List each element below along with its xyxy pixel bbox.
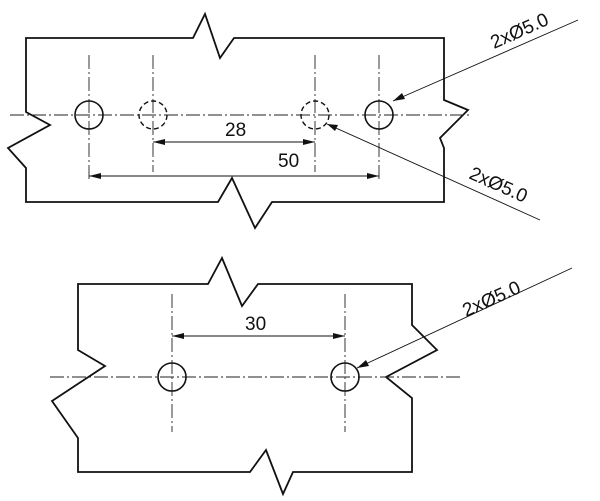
top-hole-left <box>74 100 104 130</box>
top-hidden-hole-left <box>138 100 168 130</box>
leader-bottom-arrow <box>357 360 369 368</box>
bottom-view: 30 2xØ5.0 <box>50 255 573 497</box>
callout-upper-label: 2xØ5.0 <box>487 9 552 53</box>
dimension-28: 28 <box>153 120 315 145</box>
dim-30-arrow-left <box>172 333 184 339</box>
leader-bottom <box>356 267 573 369</box>
callout-bottom-label: 2xØ5.0 <box>459 277 524 321</box>
dim-30-arrow-right <box>333 333 345 339</box>
dim-30-label: 30 <box>245 314 266 335</box>
top-hidden-hole-right <box>300 100 330 130</box>
dim-50-arrow-right <box>367 173 379 179</box>
bottom-part-outline <box>50 255 439 497</box>
top-view: 28 50 2xØ5.0 2xØ5.0 <box>6 9 579 230</box>
leader-upper-arrow <box>393 93 405 101</box>
dimension-50: 50 <box>89 151 379 179</box>
callout-lower: 2xØ5.0 <box>326 123 541 221</box>
callout-upper: 2xØ5.0 <box>392 9 579 102</box>
leader-lower-arrow <box>327 124 338 131</box>
dim-28-arrow-right <box>303 139 315 145</box>
dim-28-arrow-left <box>153 139 165 145</box>
dim-50-label: 50 <box>278 151 299 172</box>
top-hole-right <box>364 100 394 130</box>
dimension-30: 30 <box>172 314 345 339</box>
bottom-hole-right <box>330 362 360 392</box>
top-part-outline <box>6 11 470 230</box>
bottom-hole-left <box>157 362 187 392</box>
leader-lower <box>326 123 541 221</box>
dim-50-arrow-left <box>89 173 101 179</box>
dim-28-label: 28 <box>225 120 246 141</box>
leader-upper <box>392 19 579 102</box>
callout-bottom: 2xØ5.0 <box>356 267 573 369</box>
